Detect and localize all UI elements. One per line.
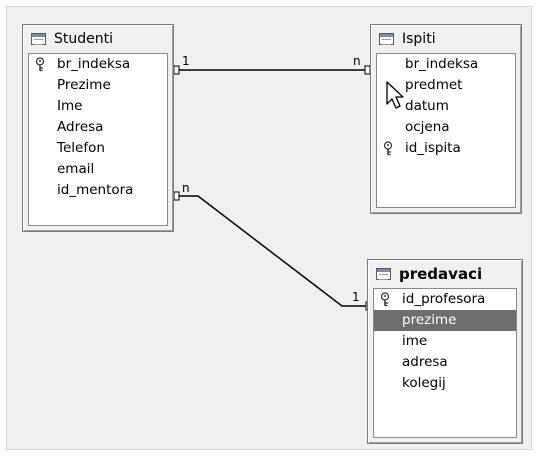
table-ispiti-title: Ispiti [402,31,436,47]
table-predavaci-title: predavaci [399,265,483,283]
field-label: prezime [402,312,457,328]
field-label: id_mentora [57,182,134,198]
table-studenti-title-bar[interactable]: Studenti [23,25,173,53]
field-label: br_indeksa [405,56,479,72]
table-predavaci[interactable]: predavaci id_profesora prezime ime adres… [367,259,523,444]
table-ispiti-title-bar[interactable]: Ispiti [371,25,521,53]
table-studenti-field-list[interactable]: br_indeksa Prezime Ime Adresa Telefon em… [28,53,168,226]
field-id-profesora[interactable]: id_profesora [374,289,516,310]
field-label: Adresa [57,119,104,135]
table-studenti-title: Studenti [54,31,114,47]
field-ime[interactable]: ime [374,331,516,352]
table-studenti[interactable]: Studenti br_indeksa Prezime Ime Adresa T… [22,24,174,232]
primary-key-icon [380,292,390,307]
field-label: br_indeksa [57,56,131,72]
field-label: kolegij [402,375,446,391]
field-label: adresa [402,354,448,370]
field-adresa[interactable]: adresa [374,352,516,373]
mouse-cursor-icon [386,81,404,109]
field-prezime-selected[interactable]: prezime [374,310,516,331]
field-label: ocjena [405,119,450,135]
field-label: predmet [405,77,463,93]
table-icon [31,33,46,45]
field-label: ime [402,333,428,349]
field-datum[interactable]: datum [377,96,515,117]
field-label: Telefon [57,140,105,156]
table-ispiti-field-list[interactable]: br_indeksa predmet datum ocjena id_ispit… [376,53,516,208]
field-label: datum [405,98,449,114]
field-label: id_ispita [405,140,461,156]
table-icon [379,33,394,45]
field-email[interactable]: email [29,159,167,180]
field-adresa[interactable]: Adresa [29,117,167,138]
field-label: email [57,161,95,177]
table-icon [376,268,391,280]
table-ispiti[interactable]: Ispiti br_indeksa predmet datum ocjena i… [370,24,522,214]
field-telefon[interactable]: Telefon [29,138,167,159]
field-id-ispita[interactable]: id_ispita [377,138,515,159]
field-prezime[interactable]: Prezime [29,75,167,96]
field-ime[interactable]: Ime [29,96,167,117]
field-ocjena[interactable]: ocjena [377,117,515,138]
field-id-mentora[interactable]: id_mentora [29,180,167,201]
field-label: Ime [57,98,83,114]
table-predavaci-title-bar[interactable]: predavaci [368,260,522,288]
table-predavaci-field-list[interactable]: id_profesora prezime ime adresa kolegij [373,288,517,438]
field-label: Prezime [57,77,111,93]
primary-key-icon [383,141,393,156]
field-predmet[interactable]: predmet [377,75,515,96]
primary-key-icon [35,57,45,72]
field-label: id_profesora [402,291,486,307]
field-br-indeksa[interactable]: br_indeksa [377,54,515,75]
field-br-indeksa[interactable]: br_indeksa [29,54,167,75]
field-kolegij[interactable]: kolegij [374,373,516,394]
